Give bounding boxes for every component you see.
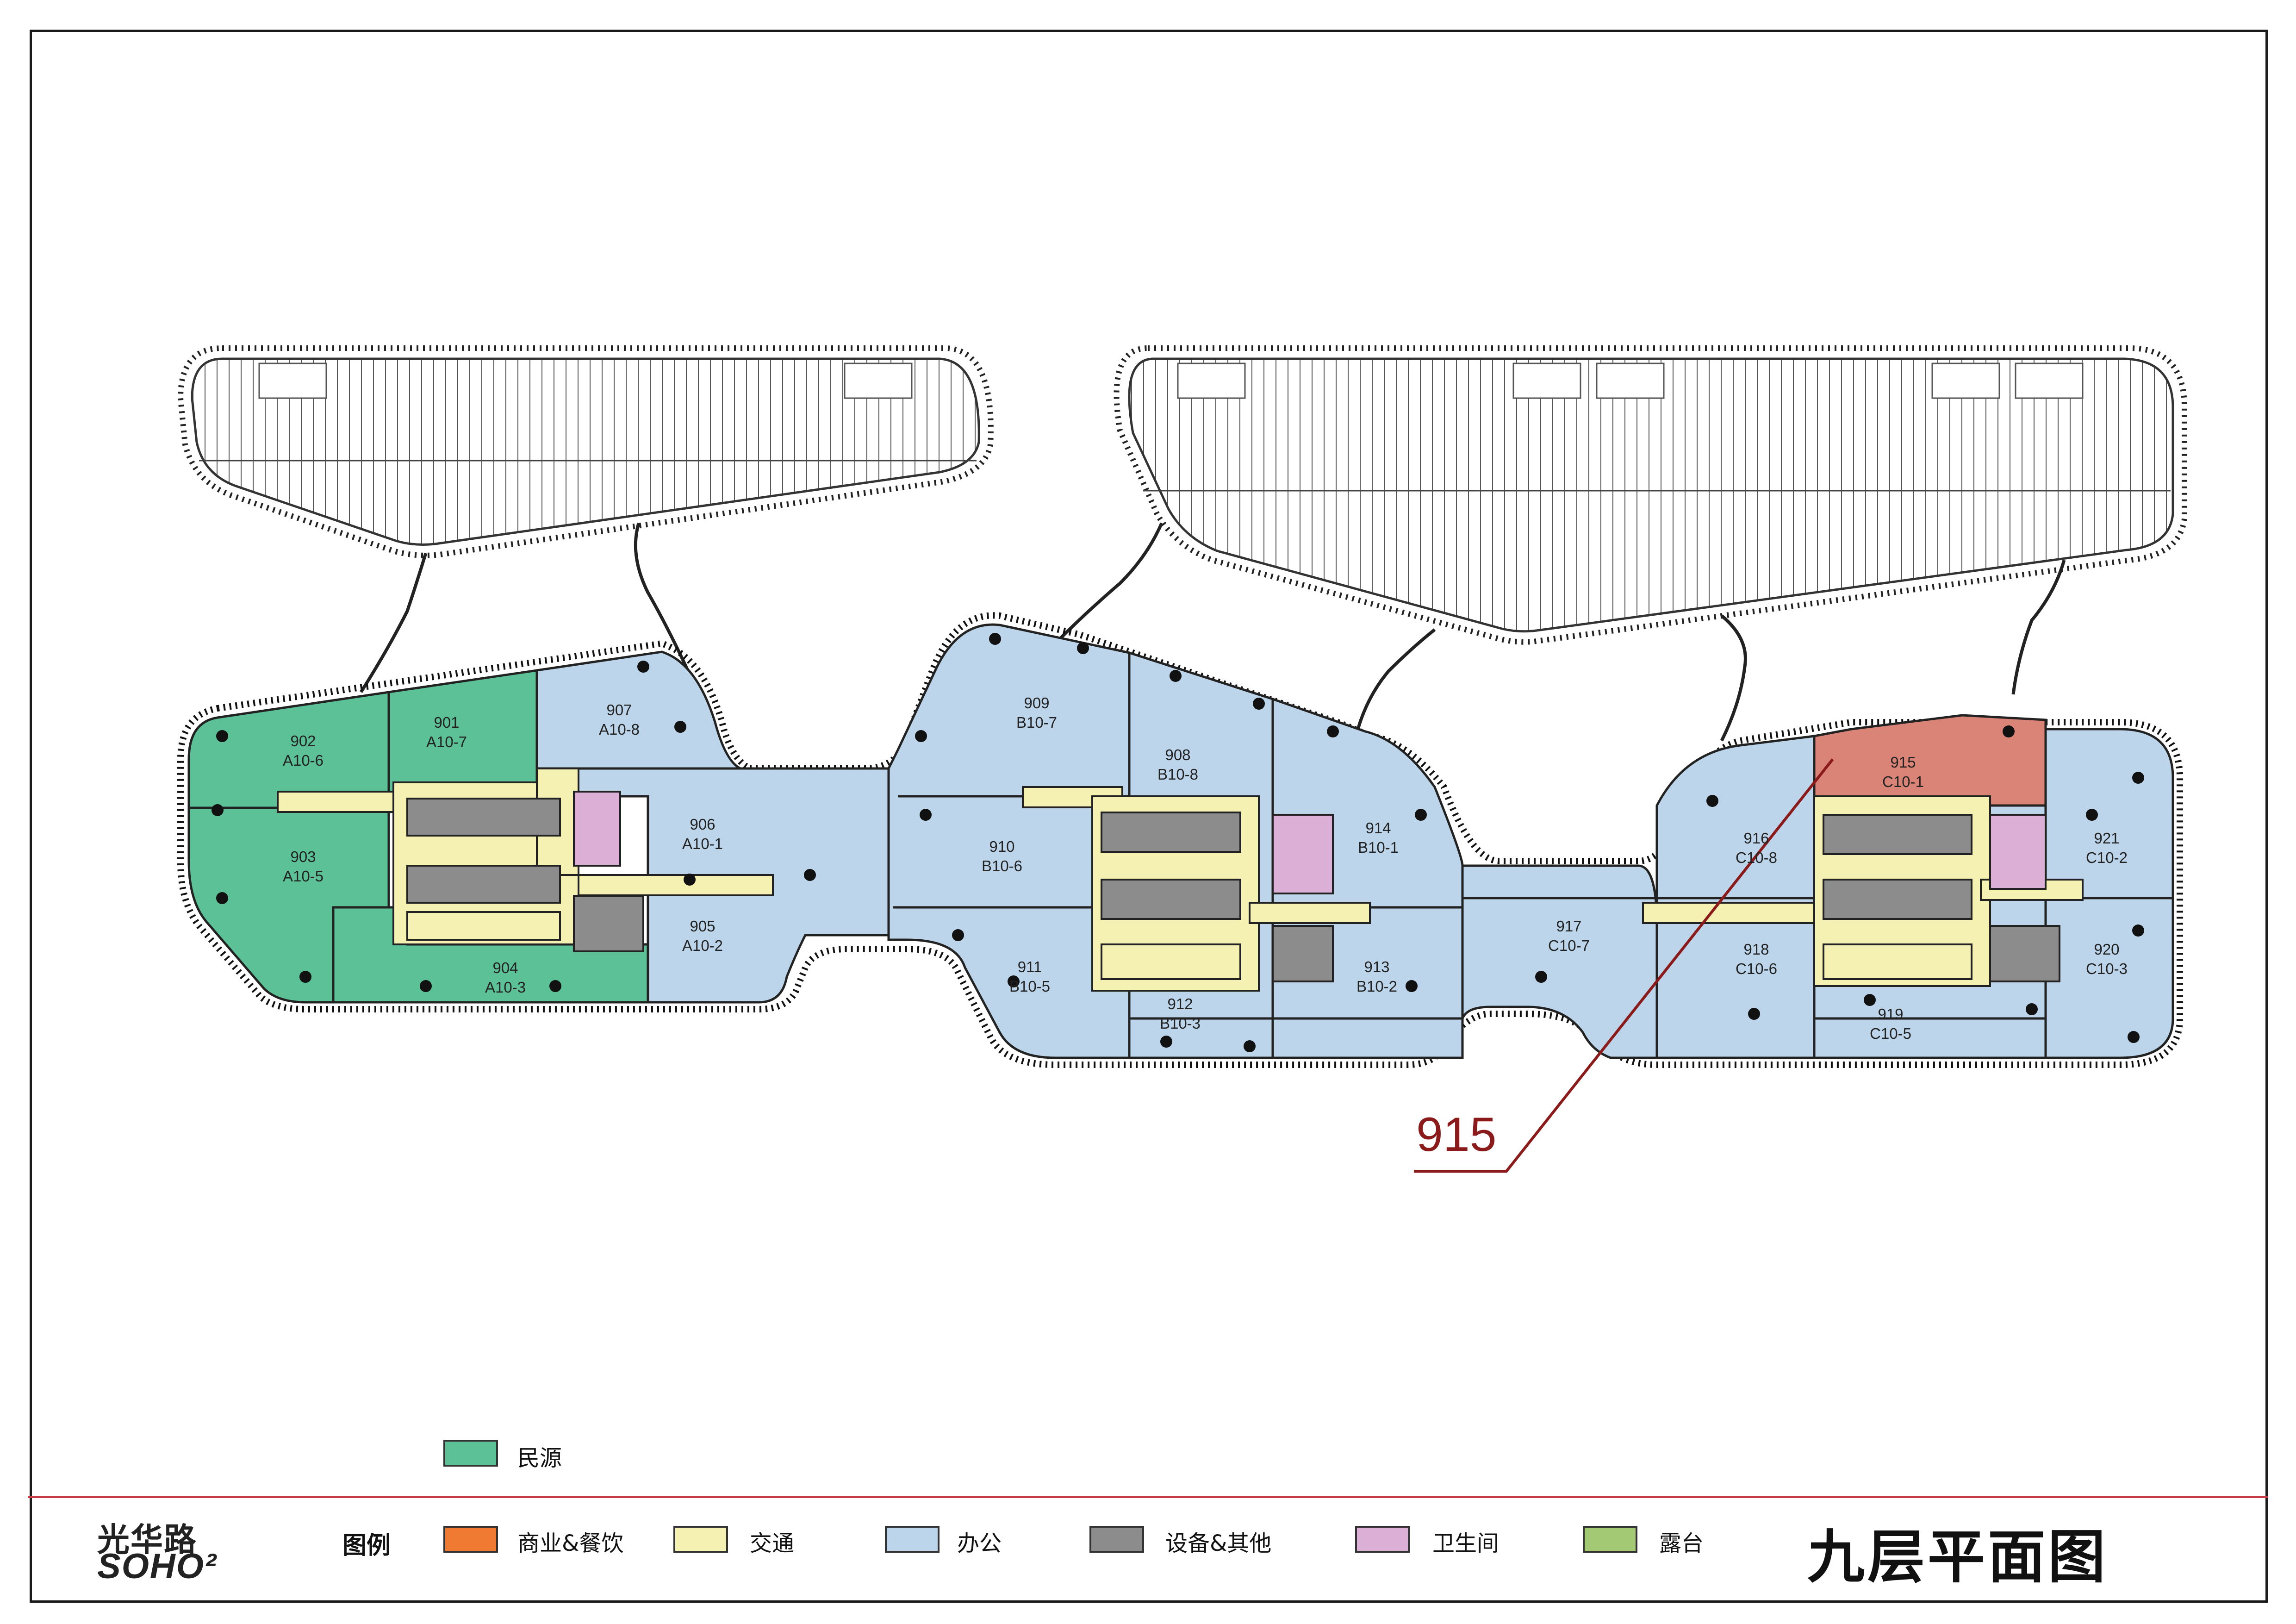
legend-label-toilet: 卫生间 [1432,1530,1500,1556]
legend-swatch-equipment [1089,1526,1144,1553]
legend-swatch-residential [443,1440,498,1467]
legend-swatch-circulation [673,1526,728,1553]
legend-label-equipment: 设备&其他 [1165,1530,1272,1556]
unit-spaces [187,623,2174,1059]
legend-heading: 图例 [342,1532,391,1560]
floor-outline [177,612,2183,1068]
roof-canopy-right [1114,345,2187,645]
legend-swatch-commercial [443,1526,498,1553]
legend-swatch-office [885,1526,940,1553]
page-title: 九层平面图 [1807,1524,2109,1591]
legend-swatch-terrace [1583,1526,1637,1553]
building-cores [277,768,2084,992]
callout-unit-label: 915 [1416,1108,1497,1162]
legend-label-residential: 民源 [517,1445,562,1471]
page-frame [30,30,2268,1603]
logo: 光华路 [97,1521,197,1559]
legend-divider [28,1496,2268,1498]
legend-label-terrace: 露台 [1659,1530,1704,1556]
legend-label-commercial: 商业&餐饮 [517,1530,624,1556]
callout-leader-line [1414,758,1834,1173]
roof-canopy-left [177,345,994,558]
logo-subtitle: SOHO² [97,1547,218,1586]
legend-label-circulation: 交通 [750,1530,795,1556]
structural-columns [212,633,2144,1052]
legend-swatch-toilet [1355,1526,1410,1553]
legend-label-office: 办公 [957,1530,1002,1556]
